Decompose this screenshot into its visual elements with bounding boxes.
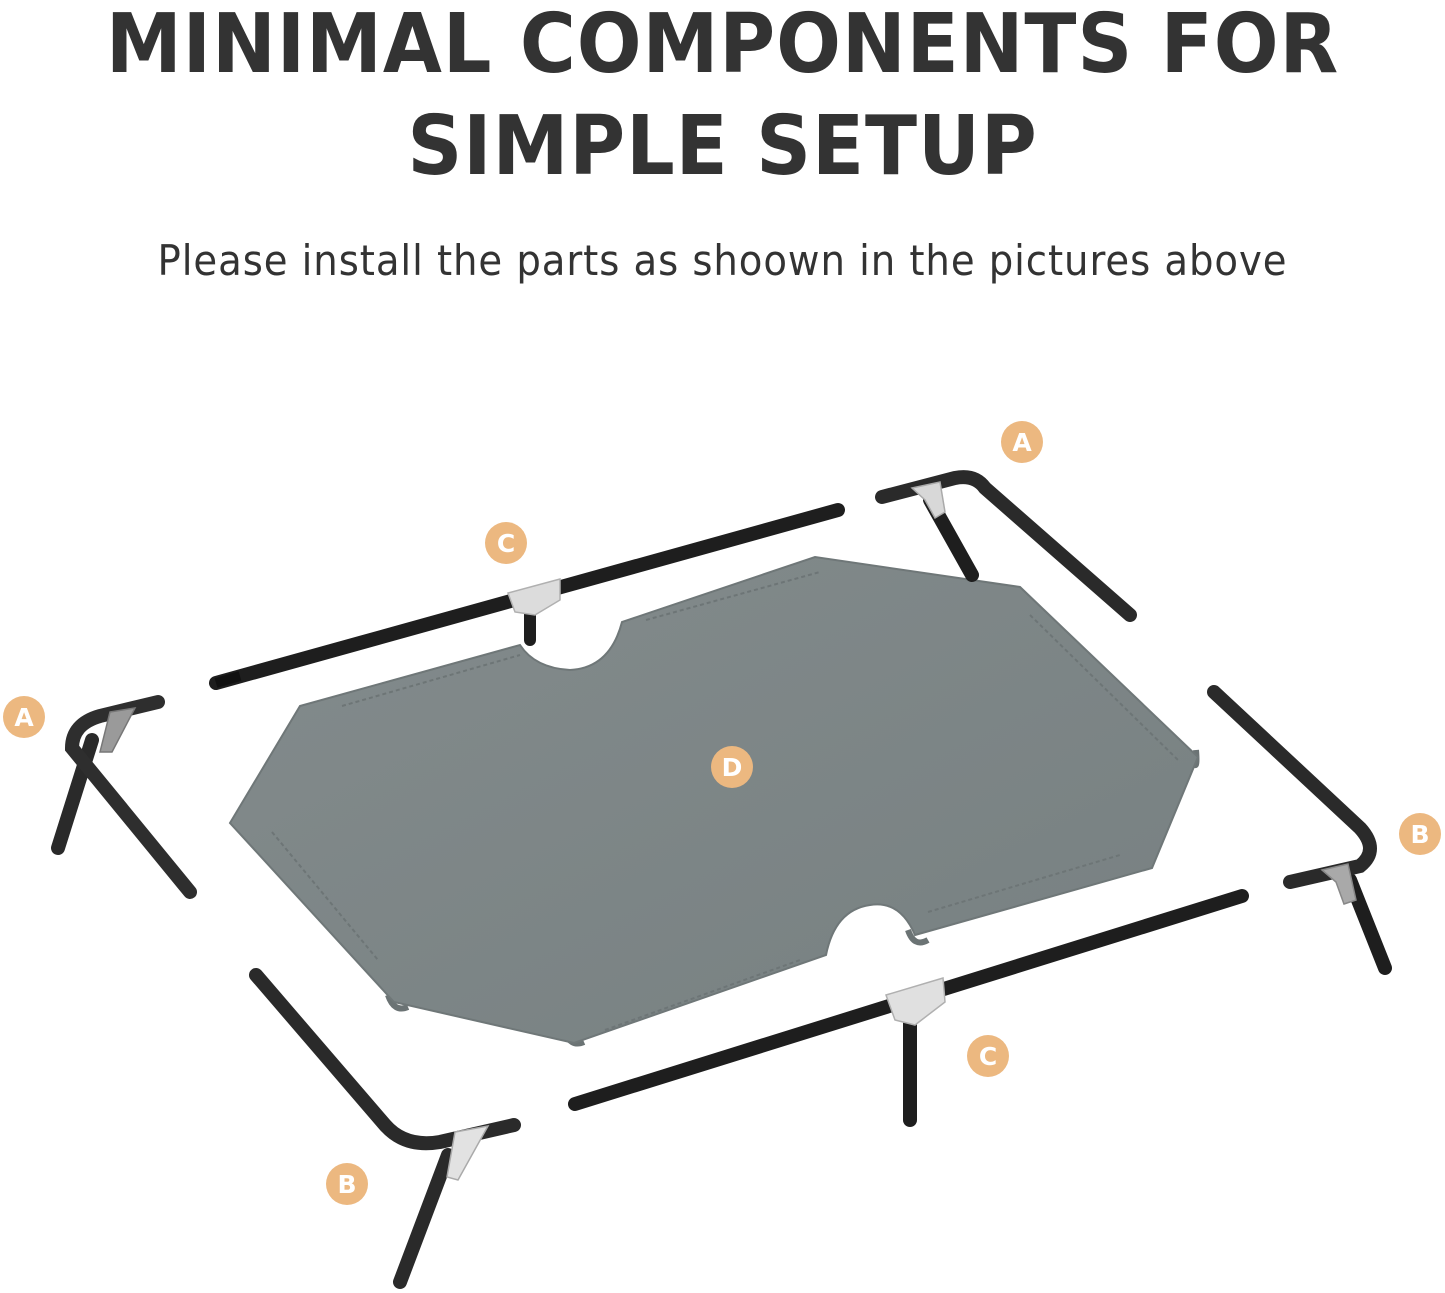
svg-text:D: D: [722, 753, 743, 782]
t-bracket: [507, 578, 561, 616]
corner-leg-a-top-right: [875, 470, 1137, 622]
label-c-bottom: C: [967, 1035, 1009, 1077]
svg-text:B: B: [1410, 820, 1429, 849]
side-rail-c-top: [209, 503, 845, 690]
svg-text:A: A: [14, 703, 34, 732]
title-line-1: MINIMAL COMPONENTS FOR: [105, 0, 1340, 92]
corner-leg-a-left: [51, 695, 197, 899]
corner-bracket: [446, 1124, 490, 1181]
corner-leg-b-right: [1207, 685, 1392, 975]
mat-d: [228, 555, 1200, 1047]
title-line-2: SIMPLE SETUP: [407, 99, 1038, 194]
label-d-mat: D: [711, 746, 753, 788]
label-a-top-right: A: [1001, 421, 1043, 463]
label-a-left: A: [3, 696, 45, 738]
mat-surface: [228, 555, 1200, 1045]
side-rail-c-bottom: [568, 889, 1249, 1127]
subtitle: Please install the parts as shoown in th…: [157, 236, 1288, 285]
corner-bracket: [99, 707, 137, 753]
corner-leg-b-bottom-left: [249, 968, 521, 1289]
svg-text:B: B: [337, 1170, 356, 1199]
t-bracket: [885, 977, 946, 1026]
svg-text:C: C: [979, 1042, 997, 1071]
svg-text:C: C: [497, 529, 515, 558]
svg-text:A: A: [1012, 428, 1032, 457]
corner-bracket: [910, 481, 946, 520]
label-b-right: B: [1399, 813, 1441, 855]
label-c-top: C: [485, 522, 527, 564]
corner-bracket: [1320, 863, 1357, 905]
label-b-bottom-left: B: [326, 1163, 368, 1205]
